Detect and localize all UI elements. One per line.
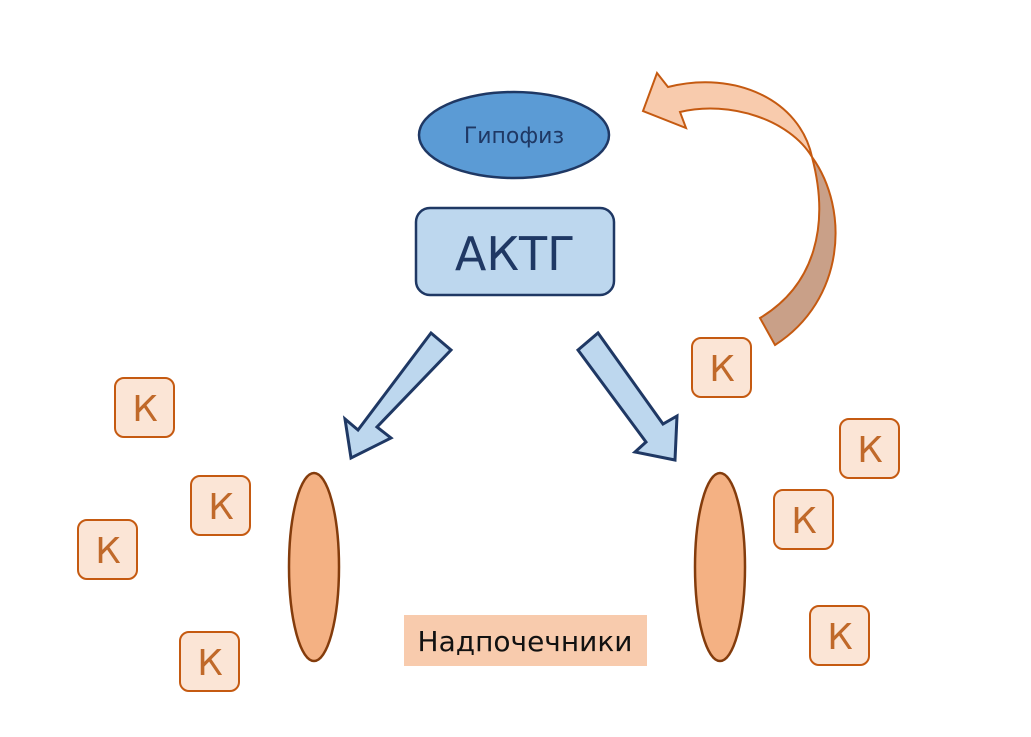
- cortisol-marker-label: К: [95, 531, 121, 572]
- adrenals-label-box: Надпочечники: [404, 615, 647, 666]
- acth-node: АКТГ: [414, 206, 616, 297]
- acth-label: АКТГ: [455, 227, 575, 281]
- cortisol-marker-label: К: [132, 389, 158, 430]
- cortisol-marker: К: [809, 605, 870, 666]
- cortisol-marker-label: К: [208, 487, 234, 528]
- cortisol-marker: К: [839, 418, 900, 479]
- cortisol-marker-label: К: [791, 501, 817, 542]
- feedback-arrow: [641, 70, 837, 347]
- cortisol-marker-label: К: [857, 430, 883, 471]
- pituitary-node: Гипофиз: [417, 90, 611, 180]
- cortisol-marker: К: [114, 377, 175, 438]
- cortisol-marker-label: К: [709, 349, 735, 390]
- pituitary-label: Гипофиз: [464, 124, 564, 149]
- adrenals-label: Надпочечники: [418, 625, 633, 658]
- arrow-down-left: [342, 330, 454, 461]
- adrenal-gland-right: [693, 471, 747, 663]
- arrow-down-right: [575, 330, 679, 462]
- cortisol-marker: К: [77, 519, 138, 580]
- cortisol-marker: К: [190, 475, 251, 536]
- cortisol-marker: К: [179, 631, 240, 692]
- cortisol-marker-label: К: [197, 643, 223, 684]
- cortisol-marker: К: [691, 337, 752, 398]
- cortisol-marker: К: [773, 489, 834, 550]
- cortisol-marker-label: К: [827, 617, 853, 658]
- adrenal-gland-left: [287, 471, 341, 663]
- feedback-arrow-shaded-tail: [758, 156, 837, 347]
- feedback-arrow-head: [641, 70, 813, 158]
